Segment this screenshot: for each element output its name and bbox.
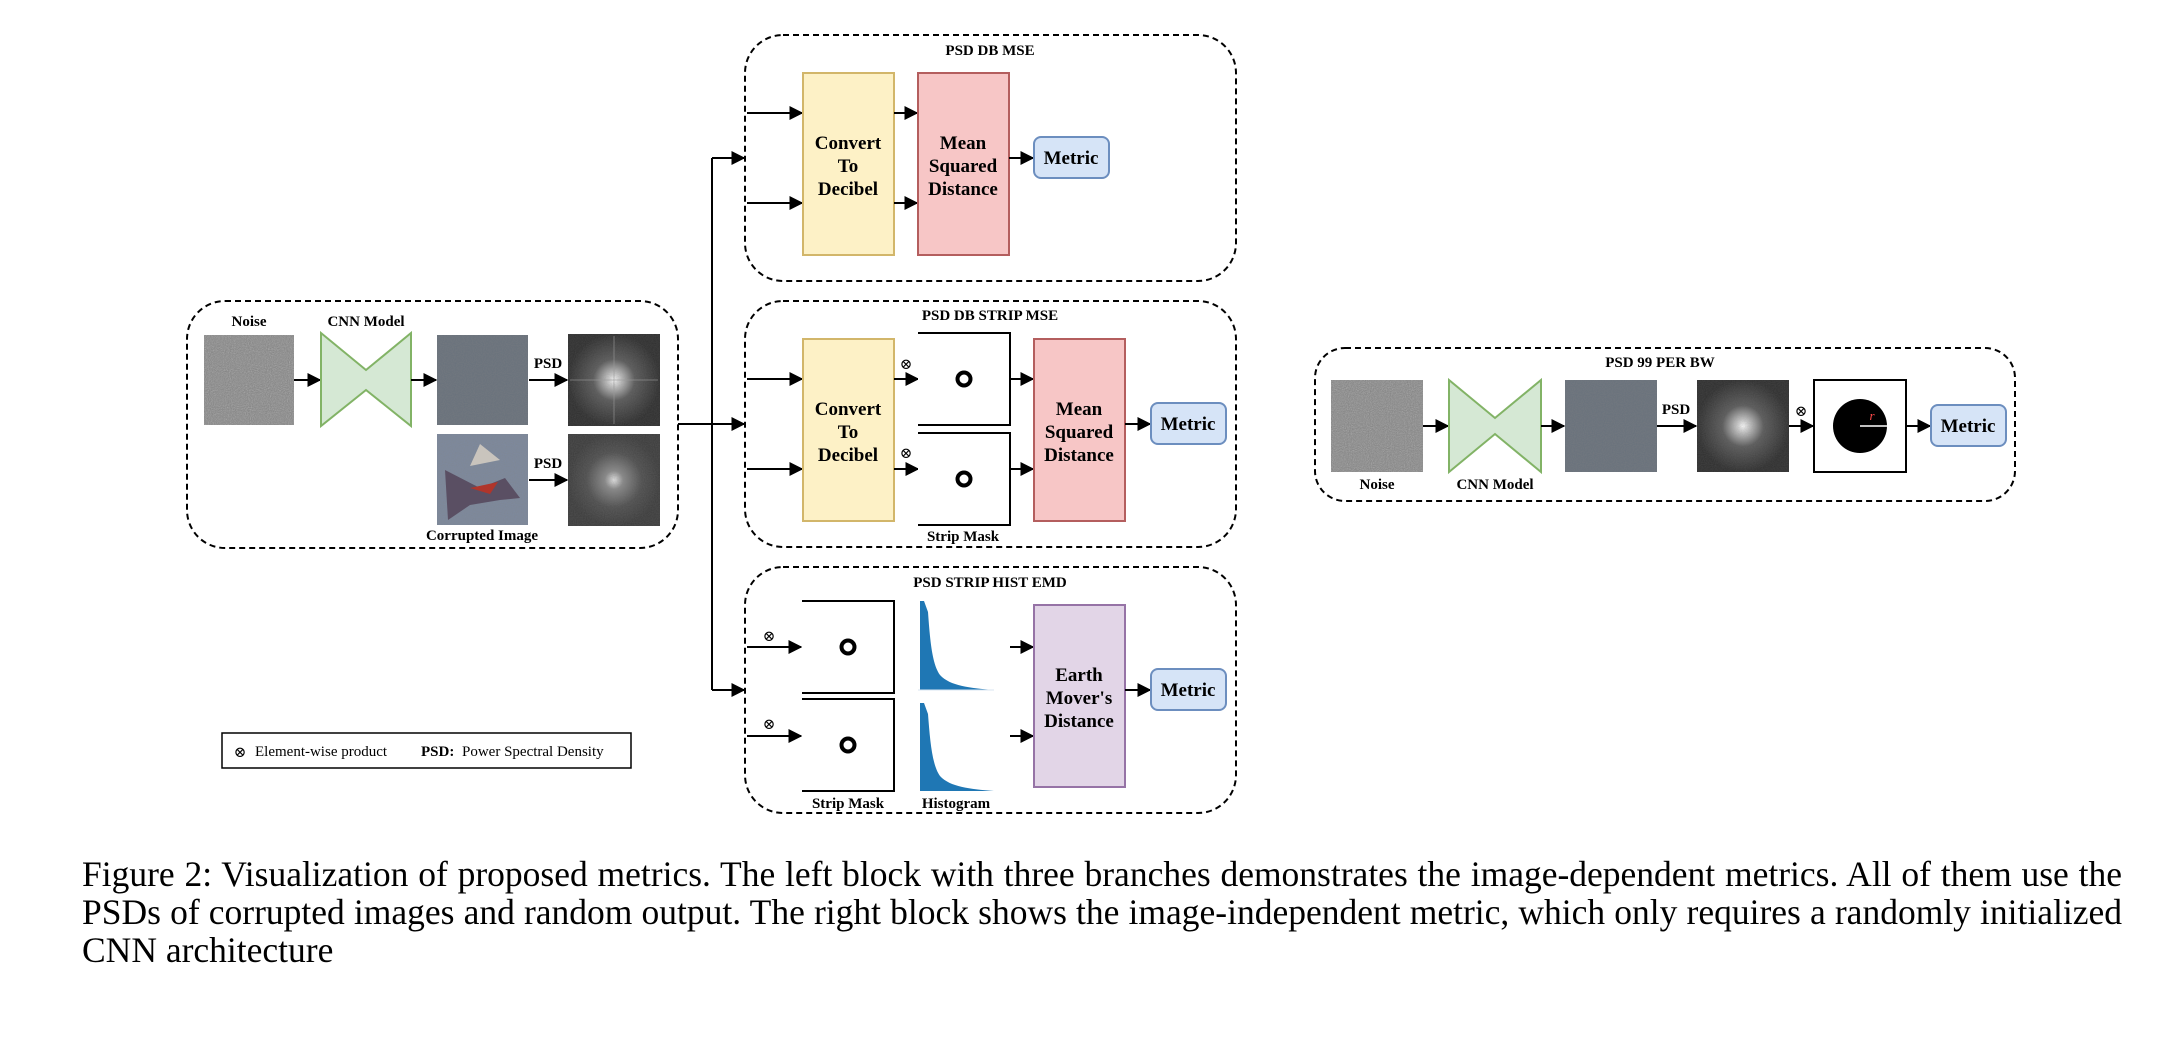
branch-mse-title: PSD DB MSE [945, 43, 1034, 59]
strip-mask-bottom [802, 698, 895, 792]
legend: ⊗ Element-wise product PSD: Power Spectr… [221, 732, 632, 769]
convert-line-2: To [838, 156, 858, 177]
mse-line-3: Distance [928, 179, 998, 200]
metric-box [1150, 402, 1227, 445]
noise-image [204, 335, 294, 425]
strip-mask-label: Strip Mask [812, 796, 885, 812]
noise-image [1331, 380, 1423, 472]
legend-product-text: Element-wise product [255, 744, 388, 760]
noise-label: Noise [232, 314, 267, 330]
random-output-image [437, 335, 528, 425]
strip-mask-top [918, 332, 1011, 426]
figure-caption: Figure 2: Visualization of proposed metr… [82, 854, 2122, 970]
branch-mse-frame [744, 34, 1237, 282]
branch-connector [678, 151, 746, 697]
strip-mask-bottom [918, 432, 1011, 526]
cnn-model-label: CNN Model [327, 314, 404, 330]
output-psd-image [568, 334, 660, 426]
histogram-label: Histogram [922, 796, 991, 812]
convert-line-1: Convert [815, 399, 882, 420]
metric-box [1150, 668, 1227, 711]
emd-line-2: Mover's [1046, 688, 1112, 709]
radius-label: r [1869, 408, 1875, 423]
mse-line-1: Mean [940, 133, 987, 154]
elementwise-product-icon: ⊗ [763, 629, 776, 645]
metric-label: Metric [1161, 680, 1216, 701]
elementwise-product-icon: ⊗ [763, 717, 776, 733]
histogram-bottom [920, 703, 994, 791]
elementwise-product-icon: ⊗ [1795, 404, 1808, 420]
right-block-frame [1314, 347, 2016, 502]
output-psd-image [1697, 380, 1789, 472]
legend-psd-full: Power Spectral Density [462, 744, 604, 760]
metric-box [1930, 404, 2007, 447]
mse-line-3: Distance [1044, 445, 1114, 466]
psd-label-bottom: PSD [534, 456, 563, 472]
strip-mask-label: Strip Mask [927, 529, 1000, 545]
convert-line-2: To [838, 422, 858, 443]
branch-hist-frame [744, 566, 1237, 814]
random-output-image [1565, 380, 1657, 472]
noise-label: Noise [1360, 477, 1395, 493]
strip-mask-top [802, 600, 895, 694]
metric-label: Metric [1941, 416, 1996, 437]
convert-line-3: Decibel [818, 445, 878, 466]
metric-label: Metric [1161, 414, 1216, 435]
cnn-model-shape [320, 330, 412, 429]
corrupted-image [437, 434, 528, 525]
figure-diagram: Noise CNN Model PSD PSD Corrupted Image [186, 34, 2016, 814]
convert-line-3: Decibel [818, 179, 878, 200]
histogram-top [918, 601, 994, 691]
branch-strip-title: PSD DB STRIP MSE [922, 308, 1058, 324]
convert-decibel-block [802, 338, 895, 522]
psd-label: PSD [1662, 402, 1691, 418]
mse-line-1: Mean [1056, 399, 1103, 420]
metric-label: Metric [1044, 148, 1099, 169]
elementwise-product-icon: ⊗ [900, 357, 913, 373]
corrupted-image-label: Corrupted Image [426, 528, 538, 544]
right-block-title: PSD 99 PER BW [1605, 355, 1715, 371]
psd-label-top: PSD [534, 356, 563, 372]
elementwise-product-icon: ⊗ [234, 745, 247, 761]
elementwise-product-icon: ⊗ [900, 446, 913, 462]
mse-line-2: Squared [929, 156, 998, 177]
cnn-model-shape [1448, 377, 1542, 475]
mean-squared-distance-block [917, 72, 1010, 256]
legend-psd-abbr: PSD: [421, 744, 454, 760]
emd-line-3: Distance [1044, 711, 1114, 732]
mse-line-2: Squared [1045, 422, 1114, 443]
convert-line-1: Convert [815, 133, 882, 154]
branch-hist-title: PSD STRIP HIST EMD [913, 575, 1067, 591]
corrupted-psd-image [568, 434, 660, 526]
earth-movers-distance-block [1033, 604, 1126, 788]
mean-squared-distance-block [1033, 338, 1126, 522]
metric-box [1033, 136, 1110, 179]
branch-strip-frame [744, 300, 1237, 548]
circular-mask [1813, 379, 1907, 473]
cnn-model-label: CNN Model [1456, 477, 1533, 493]
convert-decibel-block [802, 72, 895, 256]
emd-line-1: Earth [1055, 665, 1103, 686]
